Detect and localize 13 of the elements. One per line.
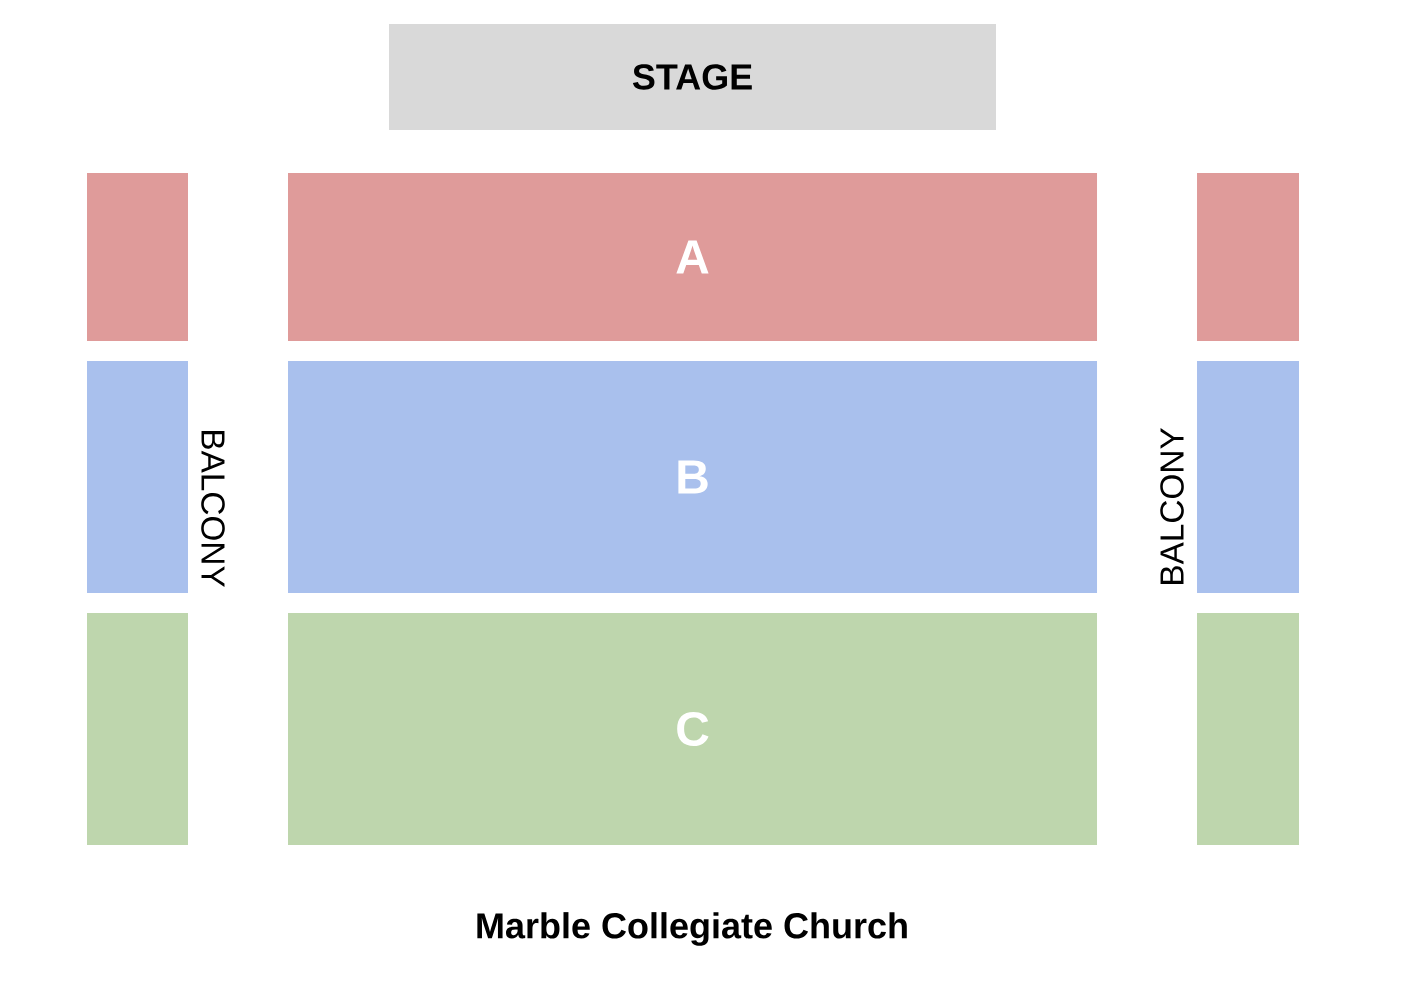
seating-block xyxy=(1197,173,1299,341)
seating-block xyxy=(87,361,188,593)
balcony-label: BALCONY xyxy=(201,431,225,587)
seating-block xyxy=(1197,361,1299,593)
seating-block xyxy=(87,613,188,845)
caption: Marble Collegiate Church xyxy=(477,912,907,946)
seating-section: C xyxy=(288,613,1097,845)
seating-section: B xyxy=(288,361,1097,593)
balcony-label: BALCONY xyxy=(1160,428,1184,584)
seating-block xyxy=(87,173,188,341)
stage-block: STAGE xyxy=(389,24,996,130)
seating-block xyxy=(1197,613,1299,845)
seating-section: A xyxy=(288,173,1097,341)
